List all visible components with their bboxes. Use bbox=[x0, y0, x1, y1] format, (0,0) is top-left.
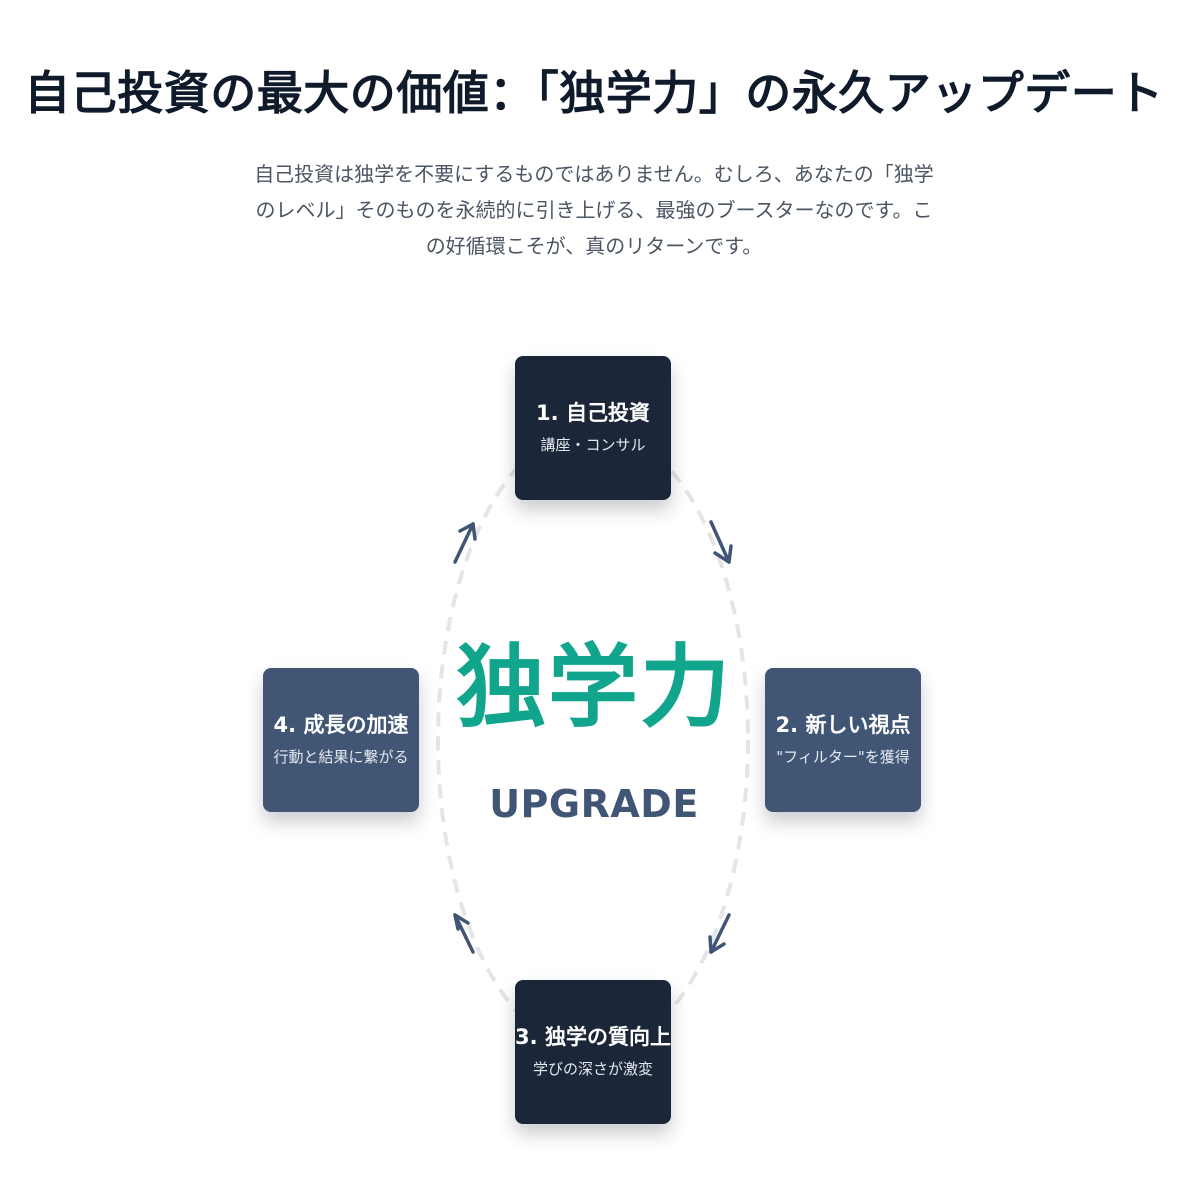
cycle-node-self-investment: 1. 自己投資 講座・コンサル bbox=[515, 356, 671, 500]
node-title: 3. 独学の質向上 bbox=[515, 1024, 671, 1049]
node-subtitle: 行動と結果に繋がる bbox=[273, 748, 409, 767]
cycle-ring bbox=[436, 426, 750, 1054]
node-title: 2. 新しい視点 bbox=[775, 712, 911, 737]
node-title: 4. 成長の加速 bbox=[273, 712, 409, 737]
center-sub-label: UPGRADE bbox=[489, 782, 699, 826]
arrow-node4-to-node1 bbox=[453, 522, 477, 564]
cycle-node-growth-acceleration: 4. 成長の加速 行動と結果に繋がる bbox=[263, 668, 419, 812]
cycle-node-new-perspective: 2. 新しい視点 "フィルター"を獲得 bbox=[765, 668, 921, 812]
cycle-node-study-quality: 3. 独学の質向上 学びの深さが激変 bbox=[515, 980, 671, 1124]
page-title: 自己投資の最大の価値：「独学力」の永久アップデート bbox=[24, 66, 1164, 120]
center-core-label: 独学力 bbox=[456, 635, 732, 740]
arrow-node1-to-node2 bbox=[709, 520, 733, 564]
node-subtitle: "フィルター"を獲得 bbox=[776, 748, 910, 767]
arrow-node3-to-node4 bbox=[453, 913, 475, 954]
lead-paragraph: 自己投資は独学を不要にするものではありません。むしろ、あなたの「独学のレベル」そ… bbox=[254, 162, 934, 258]
node-title: 1. 自己投資 bbox=[536, 400, 650, 425]
node-subtitle: 学びの深さが激変 bbox=[532, 1060, 653, 1079]
arrow-node2-to-node3 bbox=[708, 913, 731, 954]
node-subtitle: 講座・コンサル bbox=[540, 436, 646, 455]
